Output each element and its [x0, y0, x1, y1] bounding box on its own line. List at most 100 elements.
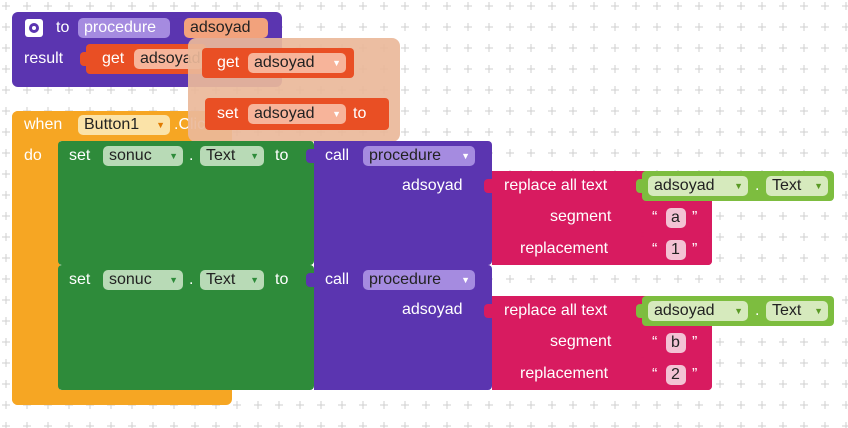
to-label: to: [275, 271, 289, 288]
arg-label: adsoyad: [402, 301, 463, 318]
chevron-down-icon: ▼: [814, 306, 823, 316]
text-value[interactable]: b: [666, 333, 686, 353]
event-component-dropdown[interactable]: Button1 ▼: [78, 115, 170, 135]
call-procedure-block[interactable]: call procedure ▼ adsoyad: [306, 141, 492, 265]
component-getter-block[interactable]: adsoyad ▼ . Text ▼: [636, 171, 834, 201]
procedure-label: procedure: [369, 147, 442, 164]
event-handler-footer: [12, 390, 232, 405]
set-component-block[interactable]: set sonuc ▼ . Text ▼ to: [58, 265, 314, 390]
plug-connector: [306, 273, 314, 287]
dot-label: .: [755, 177, 760, 194]
quote-open: “: [652, 366, 658, 383]
property-dropdown[interactable]: Text ▼: [200, 146, 264, 166]
quote-open: “: [652, 334, 658, 351]
call-label: call: [325, 271, 350, 288]
proc-to-label: to: [56, 19, 70, 36]
chevron-down-icon: ▼: [461, 275, 470, 285]
text-string-block[interactable]: “ a ”: [640, 204, 712, 233]
drag-set-block[interactable]: set adsoyad ▼ to: [205, 98, 389, 130]
dot-label: .: [189, 147, 194, 164]
src-property-label: Text: [772, 302, 802, 319]
replacement-label: replacement: [520, 365, 609, 382]
replacement-label: replacement: [520, 240, 609, 257]
procedure-dropdown[interactable]: procedure ▼: [363, 270, 475, 290]
drag-get-block[interactable]: get adsoyad ▼: [202, 48, 354, 78]
drag-get-var-dropdown[interactable]: adsoyad ▼: [248, 53, 346, 73]
property-dropdown[interactable]: Text ▼: [200, 270, 264, 290]
drag-get-label: get: [217, 54, 240, 71]
chevron-down-icon: ▼: [250, 275, 259, 285]
component-getter-block[interactable]: adsoyad ▼ . Text ▼: [636, 296, 834, 326]
src-component-label: adsoyad: [654, 302, 715, 319]
text-value[interactable]: a: [666, 208, 686, 228]
chevron-down-icon: ▼: [814, 181, 823, 191]
text-value[interactable]: 1: [666, 240, 686, 260]
to-label: to: [275, 147, 289, 164]
quote-close: ”: [692, 334, 698, 351]
chevron-down-icon: ▼: [332, 109, 341, 119]
procedure-label: procedure: [369, 271, 442, 288]
replace-label: replace all text: [504, 302, 608, 319]
chevron-down-icon: ▼: [734, 306, 743, 316]
drag-set-label: set: [217, 105, 239, 122]
text-value[interactable]: 2: [666, 365, 686, 385]
drag-get-var-label: adsoyad: [254, 54, 315, 71]
procedure-dropdown[interactable]: procedure ▼: [363, 146, 475, 166]
proc-param-field[interactable]: adsoyad: [184, 18, 268, 38]
set-component-block[interactable]: set sonuc ▼ . Text ▼ to: [58, 141, 314, 265]
component-label: sonuc: [109, 147, 152, 164]
property-label: Text: [206, 271, 236, 288]
src-component-dropdown[interactable]: adsoyad ▼: [648, 301, 748, 321]
chevron-down-icon: ▼: [156, 120, 165, 130]
get-var-dropdown[interactable]: adsoyad: [134, 49, 204, 69]
event-handler-block[interactable]: [12, 111, 60, 405]
arg-label: adsoyad: [402, 177, 463, 194]
event-component-label: Button1: [84, 116, 140, 133]
quote-close: ”: [692, 366, 698, 383]
drag-set-var-dropdown[interactable]: adsoyad ▼: [248, 104, 346, 124]
chevron-down-icon: ▼: [332, 58, 341, 68]
chevron-down-icon: ▼: [461, 151, 470, 161]
call-procedure-block[interactable]: call procedure ▼ adsoyad: [306, 265, 492, 390]
quote-close: ”: [692, 209, 698, 226]
gear-icon[interactable]: [25, 19, 43, 37]
dot-label: .: [755, 302, 760, 319]
src-property-dropdown[interactable]: Text ▼: [766, 301, 828, 321]
component-dropdown[interactable]: sonuc ▼: [103, 270, 183, 290]
src-property-label: Text: [772, 177, 802, 194]
get-label: get: [102, 50, 125, 67]
plug-connector: [484, 304, 492, 318]
segment-label: segment: [550, 333, 612, 350]
property-label: Text: [206, 147, 236, 164]
text-string-block[interactable]: “ b ”: [640, 329, 712, 358]
text-string-block[interactable]: “ 1 ”: [640, 236, 712, 265]
component-label: sonuc: [109, 271, 152, 288]
src-component-dropdown[interactable]: adsoyad ▼: [648, 176, 748, 196]
set-label: set: [69, 271, 91, 288]
dot-label: .: [189, 271, 194, 288]
segment-label: segment: [550, 208, 612, 225]
call-label: call: [325, 147, 350, 164]
plug-connector: [636, 304, 644, 318]
quote-open: “: [652, 241, 658, 258]
plug-connector: [484, 179, 492, 193]
chevron-down-icon: ▼: [250, 151, 259, 161]
text-string-block[interactable]: “ 2 ”: [640, 361, 712, 390]
replace-label: replace all text: [504, 177, 608, 194]
chevron-down-icon: ▼: [169, 151, 178, 161]
set-label: set: [69, 147, 91, 164]
component-dropdown[interactable]: sonuc ▼: [103, 146, 183, 166]
plug-connector: [306, 149, 314, 163]
plug-connector: [80, 52, 88, 66]
src-component-label: adsoyad: [654, 177, 715, 194]
src-property-dropdown[interactable]: Text ▼: [766, 176, 828, 196]
quote-close: ”: [692, 241, 698, 258]
proc-name-field[interactable]: procedure: [78, 18, 170, 38]
quote-open: “: [652, 209, 658, 226]
drag-set-to-label: to: [353, 105, 367, 122]
plug-connector: [636, 179, 644, 193]
do-label: do: [24, 147, 42, 164]
get-variable-block[interactable]: get adsoyad: [80, 44, 206, 74]
when-label: when: [24, 116, 63, 133]
